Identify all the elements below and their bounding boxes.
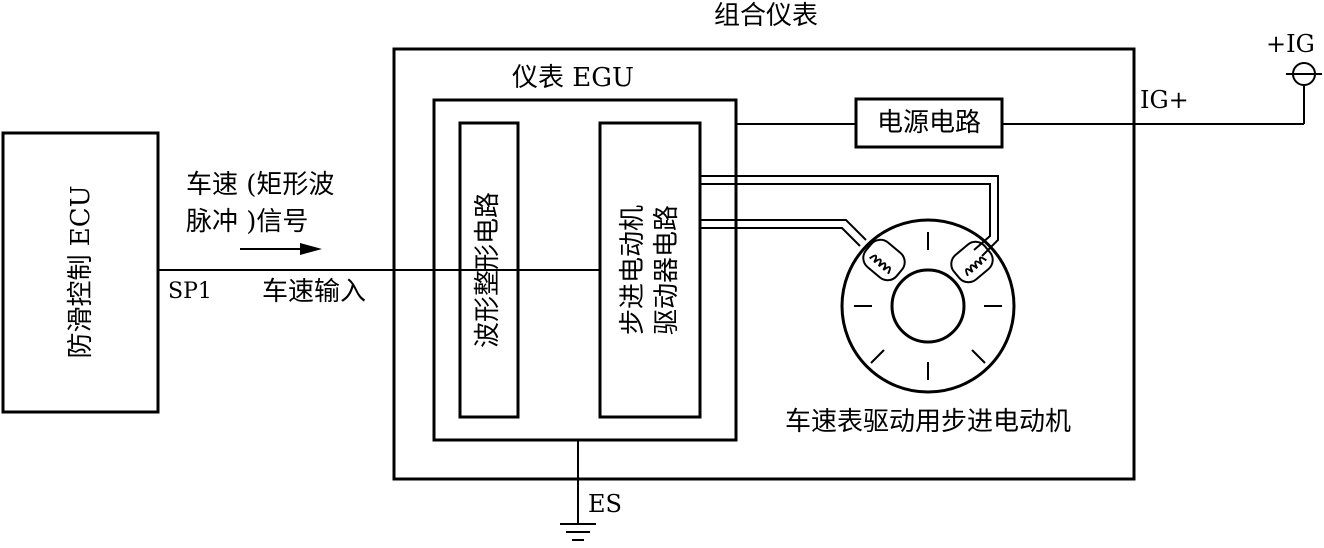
power-label: 电源电路 [877,108,981,138]
motor-label: 车速表驱动用步进电动机 [785,407,1071,437]
wave-shaping-box [458,121,520,419]
motor-wire-a1 [700,175,999,257]
ecu-label: 防滑控制 ECU [66,185,96,358]
es-label: ES [588,490,622,518]
ecu-box [1,131,160,414]
motor-wire-b2 [700,227,861,247]
motor-wire-b1 [700,219,867,241]
wave-shaping-label: 波形整形电路 [473,192,503,348]
driver-label-line2: 驱动器电路 [652,205,682,335]
coil-left-icon [862,238,906,282]
motor-wire-a2 [700,183,991,251]
speed-input-label: 车速输入 [262,277,366,307]
signal-label-line1: 车速 (矩形波 [186,170,334,200]
driver-label-line1: 步进电动机 [618,205,648,335]
ig-plus-label: IG+ [1140,86,1189,114]
ground-icon [560,523,596,541]
sp1-label: SP1 [168,279,212,304]
diagram-title: 组合仪表 [714,1,818,31]
combination-meter-box [392,47,1136,481]
driver-box [598,121,702,419]
signal-arrow-head [300,243,322,255]
stepper-motor-icon [840,218,1016,394]
signal-label-line2: 脉冲 )信号 [186,207,308,237]
egu-box [432,98,738,442]
coil-right-icon [950,240,994,284]
plus-ig-label: +IG [1266,30,1315,58]
egu-label: 仪表 EGU [512,63,634,93]
